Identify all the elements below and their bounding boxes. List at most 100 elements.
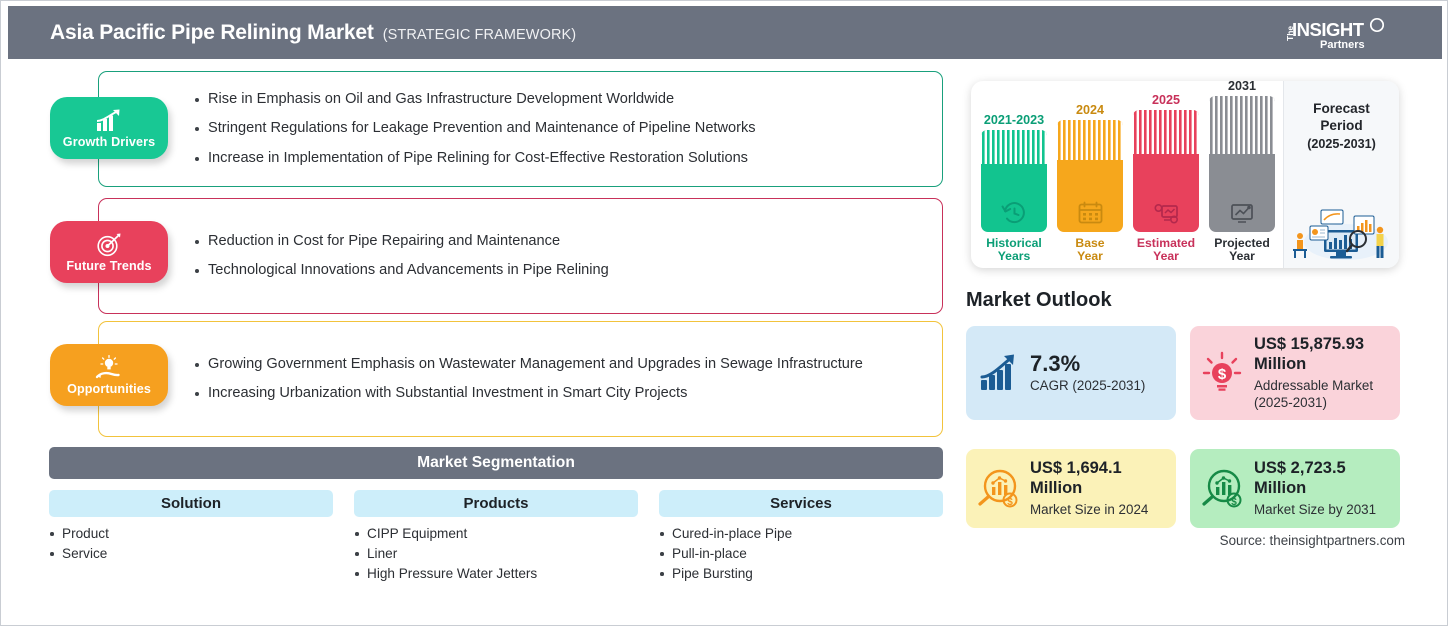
outlook-card-value: US$ 2,723.5 Million: [1254, 459, 1346, 497]
page-title: Asia Pacific Pipe Relining Market: [50, 20, 374, 44]
list-item: Liner: [354, 546, 638, 561]
badge-opportunities[interactable]: Opportunities: [50, 344, 168, 406]
forecast-title-line1: Forecast: [1313, 101, 1370, 116]
segmentation-items: CIPP Equipment Liner High Pressure Water…: [354, 526, 638, 581]
source-attribution: Source: theinsightpartners.com: [1219, 533, 1405, 548]
outlook-card-value: US$ 15,875.93 Million: [1254, 335, 1365, 373]
timeline-year: 2021-2023: [983, 112, 1045, 127]
hand-lightbulb-icon: [95, 354, 120, 378]
bullet-item: Technological Innovations and Advancemen…: [195, 262, 935, 280]
segmentation-column-header: Solution: [49, 490, 333, 517]
future-trends-bullets: Reduction in Cost for Pipe Repairing and…: [195, 199, 935, 313]
panel-growth-drivers: Rise in Emphasis on Oil and Gas Infrastr…: [98, 71, 943, 187]
right-column: 2021-2023: [961, 59, 1448, 624]
outlook-card-text: US$ 2,723.5 Million Market Size by 2031: [1254, 459, 1390, 518]
timeline-caption-line1: Historical: [986, 235, 1042, 250]
list-item: High Pressure Water Jetters: [354, 566, 638, 581]
calendar-icon: [1078, 201, 1102, 224]
outlook-card-sub: Addressable Market (2025-2031): [1254, 377, 1374, 410]
timeline-bar: [1209, 95, 1275, 232]
outlook-card-value: US$ 1,694.1 Million: [1030, 459, 1122, 497]
timeline-column-estimated: 2025: [1133, 93, 1199, 264]
forecast-range: (2025-2031): [1307, 137, 1376, 152]
timeline-year: 2025: [1151, 92, 1181, 107]
magnifier-chart-icon: $: [1202, 469, 1242, 508]
person-right: [1376, 226, 1384, 258]
timeline-caption: Estimated Year: [1137, 236, 1195, 264]
timeline-caption: Projected Year: [1214, 235, 1270, 264]
timeline-caption-line1: Projected: [1214, 235, 1270, 250]
segmentation-column-label: Solution: [161, 495, 221, 512]
market-segmentation-bar: Market Segmentation: [49, 447, 943, 479]
badge-label: Future Trends: [66, 258, 152, 273]
person-left: [1293, 233, 1307, 258]
list-item: Service: [49, 546, 333, 561]
badge-future-trends[interactable]: Future Trends: [50, 221, 168, 283]
bullet-item: Reduction in Cost for Pipe Repairing and…: [195, 233, 935, 251]
timeline-bar: [1133, 109, 1199, 232]
header-bar: Asia Pacific Pipe Relining Market (STRAT…: [8, 6, 1442, 59]
chart-monitor-icon: [1230, 203, 1253, 223]
bullet-item: Increasing Urbanization with Substantial…: [195, 385, 935, 403]
clock-history-icon: [1001, 201, 1025, 223]
svg-text:$: $: [1218, 366, 1227, 383]
outlook-card-text: US$ 15,875.93 Million Addressable Market…: [1254, 335, 1390, 411]
outlook-card-market-size-2031: $ US$ 2,723.5 Million Market Size by 203…: [1190, 449, 1400, 528]
timeline-caption-line2: Year: [1229, 249, 1255, 264]
magnifier-chart-icon: $: [978, 469, 1018, 508]
timeline-caption: Base Year: [1075, 235, 1105, 264]
bullet-item: Growing Government Emphasis on Wastewate…: [195, 356, 935, 374]
outlook-card-market-size-2024: $ US$ 1,694.1 Million Market Size in 202…: [966, 449, 1176, 528]
panel-future-trends: Reduction in Cost for Pipe Repairing and…: [98, 198, 943, 314]
bullet-item: Increase in Implementation of Pipe Relin…: [195, 150, 935, 168]
list-item: Product: [49, 526, 333, 541]
badge-label: Opportunities: [67, 381, 151, 396]
timeline-year: 2031: [1227, 78, 1257, 93]
forecast-title-line2: Period: [1320, 117, 1363, 133]
market-outlook-title: Market Outlook: [966, 289, 1112, 311]
panel-opportunities: Growing Government Emphasis on Wastewate…: [98, 321, 943, 437]
segmentation-column-products: Products CIPP Equipment Liner High Press…: [354, 490, 638, 581]
forecast-title: Forecast Period: [1313, 101, 1370, 134]
svg-text:$: $: [1231, 497, 1237, 508]
market-segmentation-title: Market Segmentation: [417, 454, 575, 471]
insight-partners-logo: The INSIGHT Partners: [1285, 17, 1385, 51]
timeline-caption-line2: Year: [1153, 249, 1179, 264]
outlook-card-value: 7.3%: [1030, 350, 1081, 376]
segmentation-items: Cured-in-place Pipe Pull-in-place Pipe B…: [659, 526, 943, 581]
timeline-column-projected: 2031: [1209, 79, 1275, 264]
left-column: Rise in Emphasis on Oil and Gas Infrastr…: [1, 59, 961, 624]
logo-the: The: [1285, 26, 1295, 41]
timeline-bars: 2021-2023: [971, 79, 1283, 268]
target-dart-icon: [97, 233, 121, 256]
bar-stripes: [981, 129, 1047, 164]
timeline-column-historical: 2021-2023: [981, 113, 1047, 264]
outlook-card-addressable-market: $ US$ 15,875.93 Million Addressable Mark…: [1190, 326, 1400, 420]
bullet-item: Stringent Regulations for Leakage Preven…: [195, 120, 935, 138]
badge-growth-drivers[interactable]: Growth Drivers: [50, 97, 168, 159]
segmentation-column-solution: Solution Product Service: [49, 490, 333, 561]
timeline-year: 2024: [1075, 102, 1105, 117]
logo-partners: Partners: [1320, 39, 1365, 51]
segmentation-items: Product Service: [49, 526, 333, 561]
analytics-illustration: [1293, 209, 1388, 260]
svg-text:$: $: [1007, 497, 1013, 508]
header-titles: Asia Pacific Pipe Relining Market (STRAT…: [50, 21, 576, 45]
list-item: Pull-in-place: [659, 546, 943, 561]
timeline-caption-line1: Base: [1075, 235, 1105, 250]
outlook-card-cagr: 7.3% CAGR (2025-2031): [966, 326, 1176, 420]
outlook-card-sub: CAGR (2025-2031): [1030, 377, 1146, 393]
opportunities-bullets: Growing Government Emphasis on Wastewate…: [195, 322, 935, 436]
segmentation-column-label: Products: [463, 495, 529, 512]
timeline-caption: Historical Years: [986, 235, 1042, 264]
outlook-card-text: US$ 1,694.1 Million Market Size in 2024: [1030, 459, 1166, 518]
timeline-column-base: 2024: [1057, 103, 1123, 264]
segmentation-column-header: Services: [659, 490, 943, 517]
outlook-card-sub: Market Size in 2024: [1030, 501, 1149, 517]
bar-stripes: [1133, 109, 1199, 154]
segmentation-column-services: Services Cured-in-place Pipe Pull-in-pla…: [659, 490, 943, 581]
bar-chart-arrow-icon: [96, 109, 120, 131]
timeline-bar: [981, 129, 1047, 232]
badge-label: Growth Drivers: [62, 134, 156, 149]
